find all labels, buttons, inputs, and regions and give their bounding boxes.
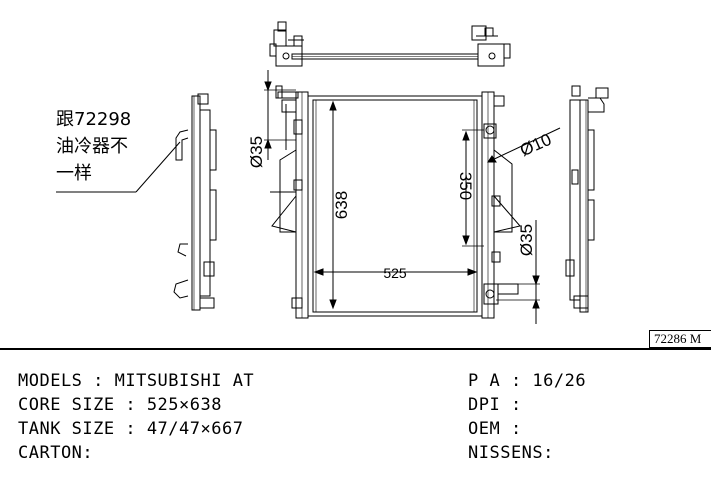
- spec-column-left: MODELS : MITSUBISHI AT CORE SIZE : 525×63…: [18, 369, 254, 465]
- note-line-2: 油冷器不: [56, 136, 128, 157]
- front-view: [264, 70, 561, 324]
- spec-carton: CARTON:: [18, 443, 94, 463]
- dim-pipe-diameter: Ø10: [517, 130, 554, 160]
- drawing-note: 跟72298 油冷器不 一样: [56, 106, 131, 187]
- divider-line: [0, 348, 711, 350]
- spec-dpi: DPI :: [468, 395, 522, 415]
- note-leader: [135, 141, 181, 193]
- spec-tank-size: TANK SIZE : 47/47×667: [18, 419, 244, 439]
- dim-oil-cooler: 350: [456, 172, 475, 200]
- note-line-1: 跟72298: [56, 109, 132, 130]
- right-side-view: [565, 85, 609, 313]
- part-number-box: 72286 M: [649, 330, 711, 348]
- dim-core-height: 638: [332, 191, 351, 219]
- note-line-3: 一样: [56, 163, 92, 184]
- dim-inlet-diameter: Ø35: [247, 136, 266, 168]
- spec-core-size: CORE SIZE : 525×638: [18, 395, 222, 415]
- left-side-view: [173, 93, 217, 311]
- dim-outlet-diameter: Ø35: [517, 224, 536, 256]
- spec-nissens: NISSENS:: [468, 443, 554, 463]
- radiator-technical-drawing: 638 525 Ø35 Ø35 Ø10 350: [56, 21, 609, 324]
- top-view: [269, 21, 511, 67]
- spec-oem: OEM :: [468, 419, 522, 439]
- dim-core-width: 525: [383, 265, 407, 281]
- spec-pa: P A : 16/26: [468, 371, 587, 391]
- spec-models: MODELS : MITSUBISHI AT: [18, 371, 255, 391]
